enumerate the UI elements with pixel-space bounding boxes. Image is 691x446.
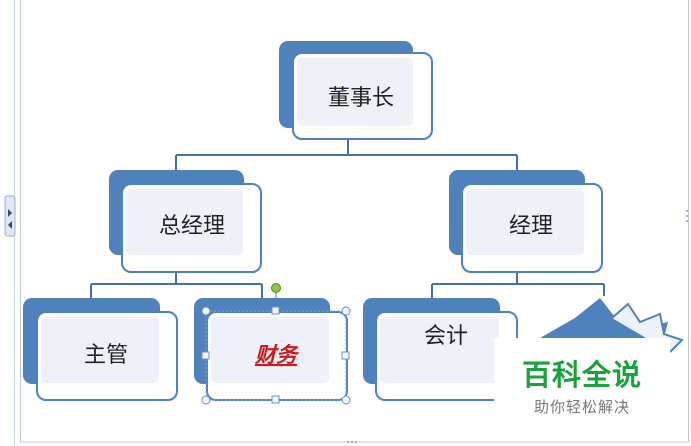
- watermark-logo: 百科全说 助你轻松解决: [494, 338, 670, 422]
- node-label: 会计: [424, 324, 468, 349]
- node-label: 主管: [84, 343, 128, 368]
- node-label: 财务: [254, 343, 300, 367]
- node-fill: [380, 317, 499, 383]
- canvas-resize-dots-bottom[interactable]: [347, 441, 357, 443]
- resize-handle-sw[interactable]: [201, 395, 211, 405]
- node-chairman[interactable]: 董事长: [279, 41, 433, 140]
- watermark-title: 百科全说: [521, 358, 642, 392]
- collapse-arrow-icon: [8, 221, 12, 229]
- node-supervisor[interactable]: 主管: [23, 298, 178, 401]
- resize-handle-nw[interactable]: [201, 306, 211, 316]
- node-fill: [126, 189, 243, 255]
- canvas-resize-dots-right[interactable]: [686, 210, 688, 222]
- node-fill: [41, 317, 159, 383]
- resize-handle-n[interactable]: [271, 306, 280, 315]
- canvas-border: [20, 0, 689, 443]
- node-fill: [297, 58, 413, 126]
- watermark-subtitle: 助你轻松解决: [533, 398, 630, 416]
- resize-handle-s[interactable]: [271, 395, 280, 404]
- node-manager[interactable]: 经理: [449, 170, 603, 273]
- node-label: 总经理: [159, 214, 225, 239]
- connectors: [90, 140, 605, 299]
- resize-handle-e[interactable]: [341, 351, 350, 360]
- node-accounting[interactable]: 会计: [363, 298, 518, 401]
- node-fill: [211, 317, 329, 383]
- expand-arrow-icon: [8, 209, 12, 217]
- resize-handle-se[interactable]: [341, 395, 351, 405]
- rotate-handle[interactable]: [271, 283, 281, 293]
- node-gm[interactable]: 总经理: [109, 170, 262, 273]
- node-label: 经理: [509, 214, 553, 239]
- resize-handles[interactable]: [201, 306, 351, 405]
- node-finance[interactable]: 财务: [194, 283, 351, 405]
- node-fill: [466, 189, 584, 255]
- canvas-resize-handle-left[interactable]: [4, 195, 16, 237]
- resize-handle-w[interactable]: [201, 351, 210, 360]
- resize-handle-ne[interactable]: [341, 306, 351, 316]
- node-label: 董事长: [328, 86, 394, 111]
